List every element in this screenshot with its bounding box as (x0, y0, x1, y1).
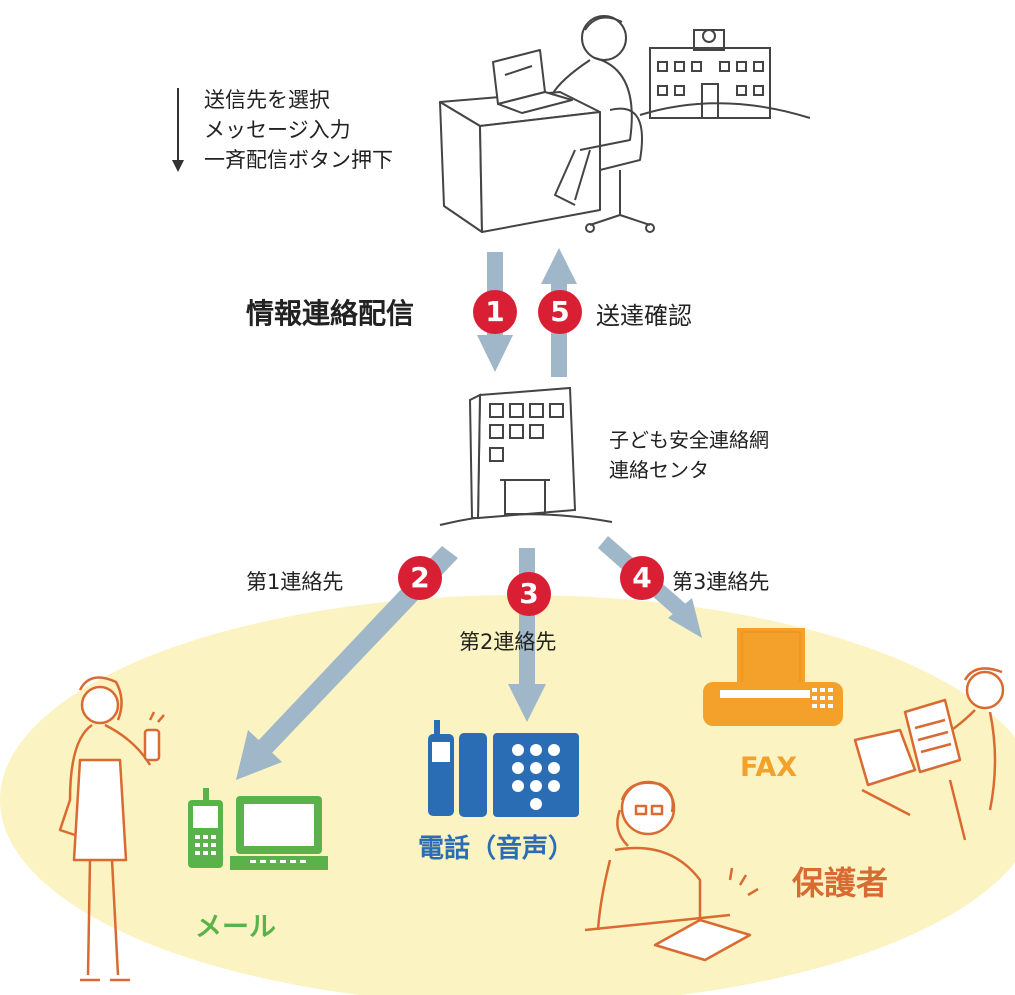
badge-3: 3 (507, 572, 551, 616)
center-sub: 連絡センタ (609, 458, 709, 482)
fax-machine-icon (703, 628, 843, 726)
fax-label: FAX (740, 752, 798, 783)
badge-5: 5 (538, 290, 582, 334)
person-at-laptop-icon (439, 15, 655, 233)
step-input-message: メッセージ入力 (204, 118, 351, 142)
computer-icon (230, 796, 328, 870)
distribute-label: 情報連絡配信 (246, 297, 415, 330)
arrow-to-mail (236, 546, 458, 780)
phone-label: 電話（音声） (418, 834, 575, 864)
second-contact-label: 第2連絡先 (459, 630, 557, 654)
man-on-telephone-icon (584, 780, 759, 962)
woman-with-fax-icon (853, 667, 1005, 841)
steps-down-arrow (172, 88, 184, 172)
step-select-recipient: 送信先を選択 (204, 88, 330, 112)
confirm-label: 送達確認 (596, 302, 692, 330)
step-press-broadcast-button: 一斉配信ボタン押下 (204, 148, 393, 172)
badge-4: 4 (620, 556, 664, 600)
center-name: 子ども安全連絡網 (609, 428, 769, 452)
mobile-phone-icon (188, 788, 223, 868)
badge-1: 1 (473, 290, 517, 334)
contact-center-building-icon (439, 386, 613, 526)
woman-with-mobile-icon (58, 676, 165, 982)
badge-2: 2 (398, 556, 442, 600)
school-building-icon (639, 29, 811, 119)
third-contact-label: 第3連絡先 (672, 570, 770, 594)
first-contact-label: 第1連絡先 (246, 570, 344, 594)
guardians-label: 保護者 (792, 864, 889, 902)
telephone-icon (428, 720, 579, 817)
mail-label: メール (195, 912, 276, 943)
